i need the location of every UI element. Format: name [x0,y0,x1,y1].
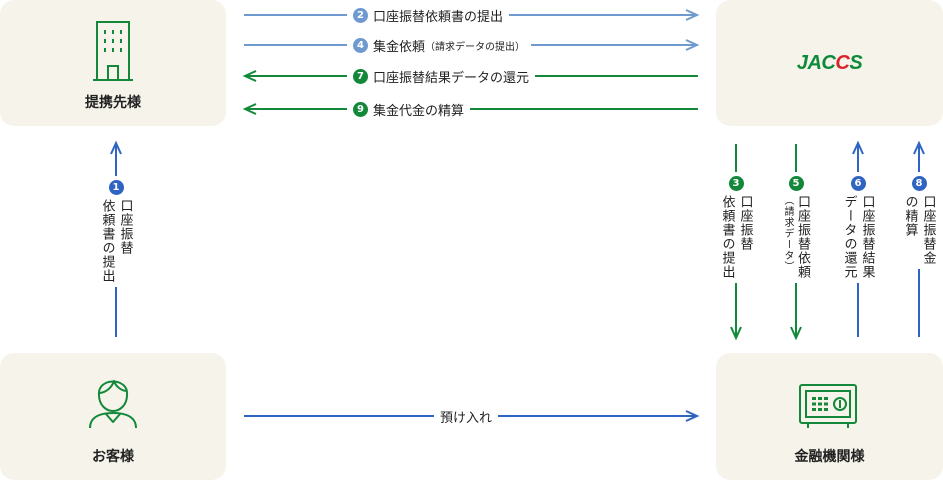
bank-node: 金融機関様 [716,353,943,480]
step-badge: 7 [353,68,368,84]
flow-text-col2: 依頼書の提出 [99,199,115,283]
flow-4-label: 4 集金依頼 （請求データの提出） [347,36,532,55]
flow-deposit-label: 預け入れ [434,407,499,426]
flow-text: 集金代金の精算 [373,103,465,119]
step-badge: 3 [728,176,744,191]
flow-text: 集金依頼 [373,39,426,55]
flow-5-label: 5 口座振替依頼 （請求データ） [774,172,818,283]
jaccs-node: JACCS [716,0,943,126]
flow-3-label: 3 口座振替 依頼書の提出 [716,172,756,283]
flow-9-arrow [242,103,698,115]
step-badge: 9 [353,101,368,117]
flow-subtext: （請求データ） [782,195,793,272]
partner-node: 提携先様 [0,0,226,126]
jaccs-logo: JACCS [716,52,943,75]
flow-8-label: 8 口座振替金 の精算 [899,172,939,269]
step-badge: 8 [911,176,927,191]
flow-text-col1: 口座振替金 [920,195,936,265]
flow-text: 預け入れ [440,410,493,426]
flow-text-col1: 口座振替結果 [859,195,875,279]
flow-text-col1: 口座振替 [737,195,753,251]
step-badge: 2 [353,7,368,23]
flow-text-col2: の精算 [902,195,918,237]
step-badge: 5 [788,176,804,191]
customer-person-icon [89,380,137,429]
flow-text-col2: データの還元 [841,195,857,279]
flow-7-label: 7 口座振替結果データの還元 [347,67,536,86]
flow-6-label: 6 口座振替結果 データの還元 [838,172,878,283]
customer-node: お客様 [0,353,226,480]
partner-label: 提携先様 [85,95,141,111]
office-building-icon [93,21,133,81]
flow-text-col2: 依頼書の提出 [719,195,735,279]
flow-text-col1: 口座振替依頼 [795,195,810,279]
flow-text-col1: 口座振替 [117,199,133,255]
flow-9-label: 9 集金代金の精算 [347,100,471,119]
safe-icon [799,384,857,428]
flow-1-label: 1 口座振替 依頼書の提出 [96,176,136,287]
flow-subtext: （請求データの提出） [425,41,526,53]
customer-label: お客様 [92,449,134,465]
step-badge: 4 [353,37,368,53]
flow-text: 口座振替依頼書の提出 [373,9,504,25]
step-badge: 6 [850,176,866,191]
flow-2-label: 2 口座振替依頼書の提出 [347,6,510,25]
bank-label: 金融機関様 [794,449,865,465]
jaccs-logo-text: JACCS [796,52,863,74]
step-badge: 1 [108,180,124,195]
flow-text: 口座振替結果データの還元 [373,70,530,86]
